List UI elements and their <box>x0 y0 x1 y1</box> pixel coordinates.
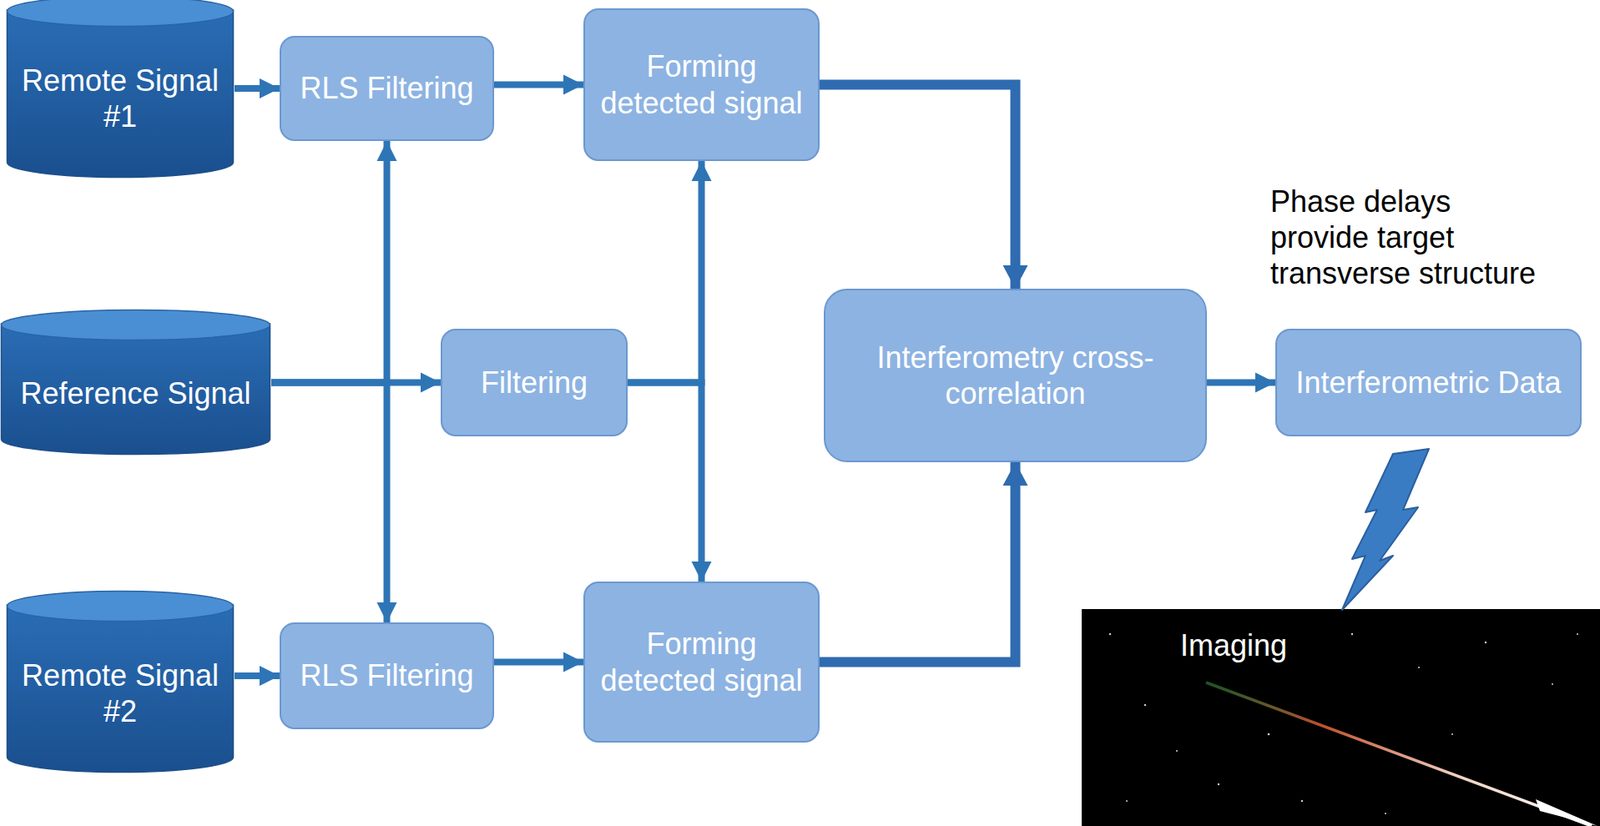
flow-arrow <box>234 85 280 92</box>
flow-arrow <box>271 141 388 384</box>
data-source: Remote Signal #1 <box>5 0 235 179</box>
flow-arrow <box>234 672 280 680</box>
text-wrap: Interferometry cross-correlation <box>825 339 1206 412</box>
node-text: Remote Signal #1 <box>5 62 235 135</box>
process-box: Filtering <box>440 328 628 437</box>
flow-arrow <box>494 81 584 89</box>
night-sky-photo <box>1081 609 1600 826</box>
meteor-trail <box>1206 682 1592 826</box>
process-box: Forming detected signal <box>583 8 820 162</box>
process-box: RLS Filtering <box>279 622 495 730</box>
lightning-bolt <box>1342 449 1429 611</box>
node-text: Forming detected signal <box>585 625 818 698</box>
node-text: Forming detected signal <box>585 48 818 121</box>
text-wrap: Forming detected signal <box>585 48 818 121</box>
text-wrap: Remote Signal #2 <box>5 633 235 730</box>
node-text: Interferometric Data <box>1295 364 1561 401</box>
process-box: RLS Filtering <box>279 35 495 142</box>
text-wrap: Interferometric Data <box>1295 364 1561 401</box>
meteor-head <box>1535 799 1598 826</box>
flow-arrow <box>819 85 1016 290</box>
node-text: Filtering <box>480 364 588 401</box>
text-wrap: RLS Filtering <box>299 657 474 694</box>
process-box: Forming detected signal <box>583 581 820 743</box>
annotation: Phase delays provide target transverse s… <box>1270 183 1548 293</box>
data-source: Reference Signal <box>0 308 272 456</box>
node-text: RLS Filtering <box>299 657 474 694</box>
flow-arrow <box>1206 379 1276 387</box>
flow-arrow <box>627 161 702 384</box>
text-wrap: Forming detected signal <box>585 625 818 698</box>
image-caption: Imaging <box>1180 627 1348 664</box>
stars <box>1109 633 1579 815</box>
flow-arrow <box>627 383 702 583</box>
text-wrap: Reference Signal <box>20 352 251 413</box>
node-text: Remote Signal #2 <box>5 657 235 730</box>
output-box: Interferometric Data <box>1275 328 1582 437</box>
node-text: Interferometry cross-correlation <box>825 339 1206 412</box>
node-text: Reference Signal <box>20 375 251 412</box>
node-text: RLS Filtering <box>299 70 474 106</box>
text-wrap: Remote Signal #1 <box>5 38 235 135</box>
flow-arrow <box>819 462 1016 663</box>
flow-arrow <box>494 659 584 667</box>
data-source: Remote Signal #2 <box>5 590 235 774</box>
text-wrap: Filtering <box>480 364 588 401</box>
flow-arrow <box>271 383 388 624</box>
process-box: Interferometry cross-correlation <box>823 288 1207 463</box>
text-wrap: RLS Filtering <box>299 70 474 106</box>
